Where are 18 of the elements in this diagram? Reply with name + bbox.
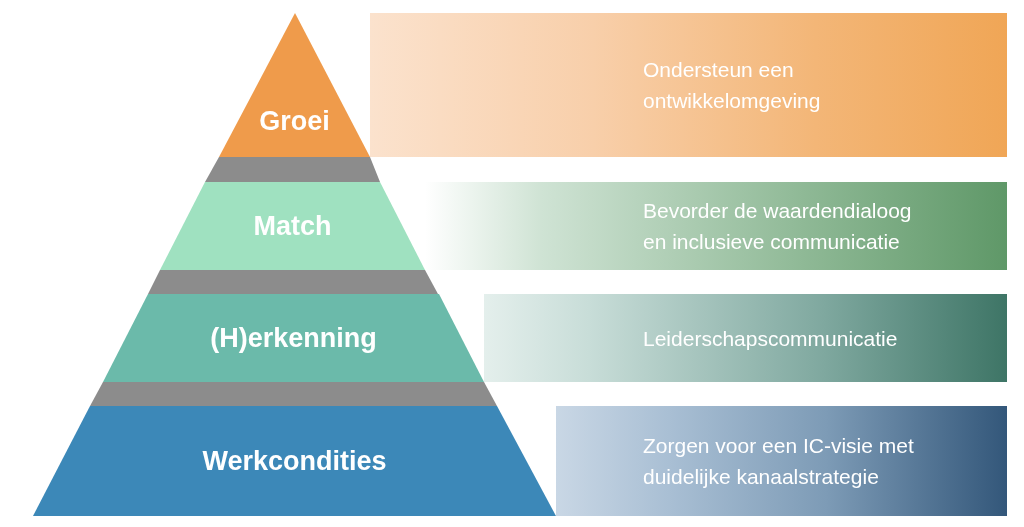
pyramid-level (33, 406, 556, 516)
pyramid-level (103, 294, 484, 382)
level-title: (H)erkenning (209, 322, 378, 354)
pyramid-level (219, 13, 370, 157)
description-text: Zorgen voor een IC-visie met duidelijke kanaalstrategie (643, 433, 915, 490)
description-band (370, 13, 1007, 157)
pyramid-level (160, 182, 425, 270)
pyramid-side (90, 382, 497, 406)
level-title: Match (252, 210, 333, 242)
description-band (556, 406, 1007, 516)
description-text: Leiderschapscommunicatie (643, 325, 899, 352)
pyramid-side (205, 157, 380, 182)
level-title: Groei (258, 105, 331, 137)
level-title: Werkcondities (201, 445, 388, 477)
pyramid-side (148, 270, 438, 294)
description-text: Ondersteun een ontwikkelomgeving (643, 57, 822, 114)
description-text: Bevorder de waardendialoog en inclusieve communicatie (643, 198, 913, 255)
description-band (484, 294, 1007, 382)
